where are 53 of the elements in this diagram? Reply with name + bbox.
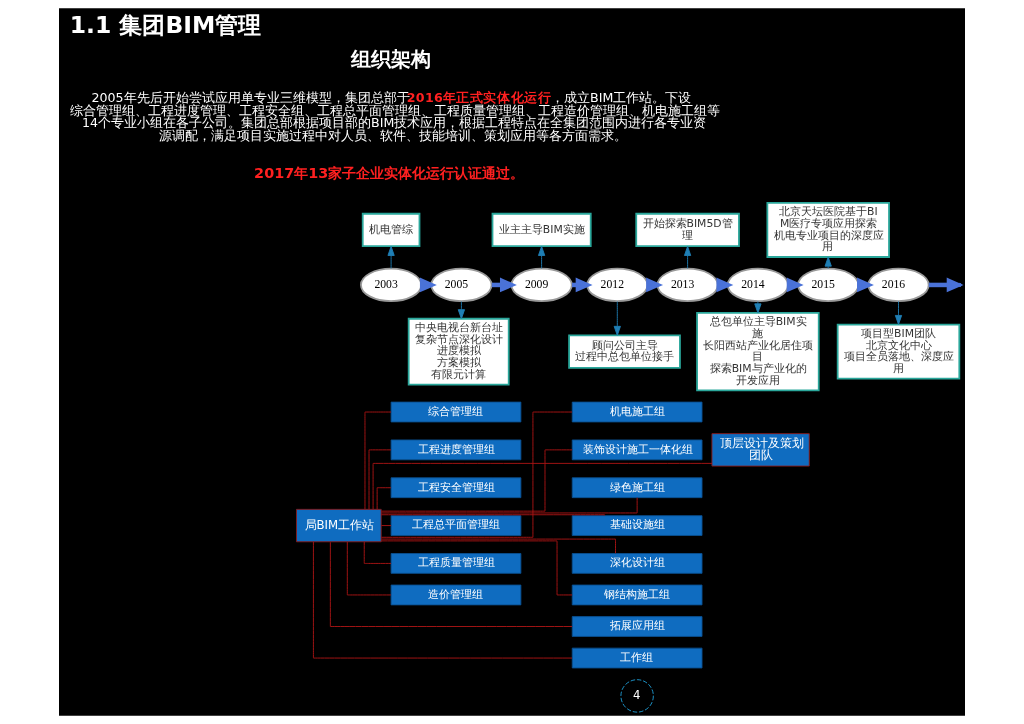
connector xyxy=(380,540,573,596)
node-box: 工程安全管理组 xyxy=(390,477,522,499)
arrow xyxy=(684,246,692,269)
connector xyxy=(380,514,606,516)
node-box: 钢结构施工组 xyxy=(571,584,703,606)
node-box: 装饰设计施工一体化组 xyxy=(571,439,703,461)
node-box: 工程进度管理组 xyxy=(390,439,522,461)
node-box: 基础设施组 xyxy=(571,515,703,536)
node-box: 北京天坛医院基于BIM医疗专项应用探索 机电专业项目的深度应用 xyxy=(766,202,890,258)
connector xyxy=(346,541,392,596)
arrow xyxy=(457,301,465,320)
node-box: 拓展应用组 xyxy=(571,616,703,637)
node-box: 绿色施工组 xyxy=(571,477,703,499)
arrow xyxy=(894,301,903,325)
node-box: 工程总平面管理组 xyxy=(390,515,522,536)
node-box: 工作组 xyxy=(571,647,703,669)
connector xyxy=(380,449,573,512)
arrow xyxy=(613,301,621,336)
node-box: 中央电视台新台址 复杂节点深化设计 进度模拟 方案模拟 有限元计算 xyxy=(407,317,510,386)
connector xyxy=(381,525,392,527)
connector xyxy=(380,497,638,514)
connector xyxy=(364,411,392,510)
node-box: 总包单位主导BIM实施 长阳西站产业化居住项目 探索BIM与产业化的开发应用 xyxy=(696,312,820,392)
node-box: 工程质量管理组 xyxy=(390,553,522,574)
node-box: 综合管理组 xyxy=(390,401,522,423)
arrow xyxy=(754,301,762,314)
connector xyxy=(312,541,573,659)
node-box: 机电施工组 xyxy=(571,401,703,423)
node-box: 局BIM工作站 xyxy=(296,508,382,543)
connector xyxy=(381,538,616,554)
label: 2017年13家子企业实体化运行认证通过。 xyxy=(254,164,525,181)
node-box: 深化设计组 xyxy=(571,553,703,574)
connector xyxy=(368,449,392,510)
node-box: 业主主导BIM实施 xyxy=(491,212,592,248)
connector xyxy=(363,541,392,564)
arrow xyxy=(824,256,832,269)
label: 组织架构 xyxy=(351,47,432,71)
diagram-title: 1.1 集团BIM管理 xyxy=(69,11,262,40)
node-ellipse: 2005 xyxy=(430,267,493,303)
label: 4 xyxy=(633,687,641,702)
node-ellipse: 2009 xyxy=(510,267,573,303)
node-box: 项目型BIM团队 北京文化中心 项目全员落地、深度应用 xyxy=(836,323,961,380)
node-box: 顾问公司主导 过程中总包单位接手 xyxy=(568,334,681,369)
node-ellipse: 2016 xyxy=(867,267,930,303)
node-box: 造价管理组 xyxy=(390,584,522,606)
connector xyxy=(376,487,392,510)
arrow xyxy=(387,246,395,269)
node-box: 顶层设计及策划团队 xyxy=(711,433,810,467)
arrow xyxy=(538,246,546,269)
connector xyxy=(329,541,573,627)
connector xyxy=(372,462,713,510)
node-box: 开始探索BIM5D管理 xyxy=(635,212,740,248)
node-box: 机电管综 xyxy=(361,212,421,248)
